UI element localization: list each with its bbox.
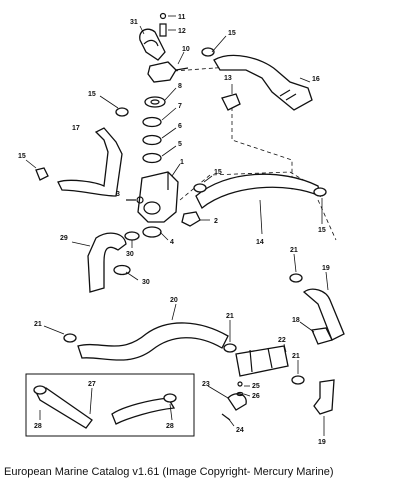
callout-4: 4 bbox=[170, 239, 174, 246]
screw-part-25 bbox=[237, 381, 243, 387]
callout-13: 13 bbox=[224, 75, 232, 82]
clamp-part-15-upper bbox=[115, 107, 129, 117]
callout-21-upper-right: 21 bbox=[290, 247, 298, 254]
hose-part-19-upper bbox=[302, 288, 345, 341]
bracket-part-23 bbox=[227, 393, 247, 411]
callout-25: 25 bbox=[252, 383, 260, 390]
clamp-part-28-left bbox=[33, 385, 47, 395]
leader-lines bbox=[25, 15, 329, 436]
callout-6: 6 bbox=[178, 123, 182, 130]
callout-11: 11 bbox=[178, 14, 186, 21]
clamp-part-21-mid bbox=[223, 343, 237, 353]
clamp-part-15-mid bbox=[193, 183, 207, 193]
callout-30-lower: 30 bbox=[142, 279, 150, 286]
callout-28-right: 28 bbox=[166, 423, 174, 430]
callout-15-mid: 15 bbox=[214, 169, 222, 176]
clamp-part-30-upper bbox=[124, 231, 140, 241]
callout-17: 17 bbox=[72, 125, 80, 132]
callout-30-upper: 30 bbox=[126, 251, 134, 258]
gasket-part-7 bbox=[142, 116, 162, 128]
callout-2: 2 bbox=[214, 218, 218, 225]
callout-7: 7 bbox=[178, 103, 182, 110]
screw-part-12 bbox=[159, 23, 167, 37]
callout-27: 27 bbox=[88, 381, 96, 388]
fitting-part-22 bbox=[235, 345, 289, 377]
clamp-part-21-upper-right bbox=[289, 273, 303, 283]
housing-part-1 bbox=[137, 171, 179, 223]
callout-20: 20 bbox=[170, 297, 178, 304]
callout-10: 10 bbox=[182, 46, 190, 53]
washer-part-26 bbox=[236, 391, 244, 397]
gasket-part-5 bbox=[142, 152, 162, 164]
gasket-part-8 bbox=[144, 96, 166, 108]
clamp-part-15-left bbox=[35, 167, 49, 181]
callout-labels: 11 12 31 10 15 16 13 8 15 7 6 17 5 15 1 … bbox=[18, 14, 330, 446]
hose-part-19-lower bbox=[313, 379, 335, 415]
callout-22: 22 bbox=[278, 337, 286, 344]
callout-8: 8 bbox=[178, 83, 182, 90]
callout-14: 14 bbox=[256, 239, 264, 246]
clamp-part-28-right bbox=[163, 393, 177, 403]
hose-part-27 bbox=[35, 387, 176, 429]
callout-15-upper-left: 15 bbox=[88, 91, 96, 98]
clamp-part-4 bbox=[142, 226, 162, 238]
callout-29: 29 bbox=[60, 235, 68, 242]
callout-16: 16 bbox=[312, 76, 320, 83]
fitting-part-13 bbox=[221, 93, 241, 111]
callout-18: 18 bbox=[292, 317, 300, 324]
clamp-part-21-lower-right bbox=[291, 375, 305, 385]
callout-15-top: 15 bbox=[228, 30, 236, 37]
clamp-part-15-right bbox=[313, 187, 327, 197]
callout-15-right: 15 bbox=[318, 227, 326, 234]
callout-5: 5 bbox=[178, 141, 182, 148]
elbow-part-31 bbox=[139, 28, 166, 61]
callout-28-left: 28 bbox=[34, 423, 42, 430]
fitting-part-18 bbox=[311, 327, 333, 345]
callout-24: 24 bbox=[236, 427, 244, 434]
inset-box bbox=[25, 373, 195, 437]
image-caption: European Marine Catalog v1.61 (Image Cop… bbox=[4, 466, 334, 478]
hose-part-16 bbox=[213, 54, 313, 111]
bolt-part-11 bbox=[159, 12, 167, 20]
exploded-parts-diagram: 11 12 31 10 15 16 13 8 15 7 6 17 5 15 1 … bbox=[18, 12, 345, 446]
callout-21-left: 21 bbox=[34, 321, 42, 328]
hose-part-17 bbox=[57, 127, 123, 197]
screw-part-3 bbox=[126, 196, 144, 204]
callout-19-lower: 19 bbox=[318, 439, 326, 446]
callout-3: 3 bbox=[116, 191, 120, 198]
callout-26: 26 bbox=[252, 393, 260, 400]
hose-part-29 bbox=[87, 232, 127, 293]
callout-12: 12 bbox=[178, 28, 186, 35]
callout-15-left: 15 bbox=[18, 153, 26, 160]
fitting-part-2 bbox=[181, 211, 201, 227]
callout-1: 1 bbox=[180, 159, 184, 166]
clamp-part-21-left bbox=[63, 333, 77, 343]
callout-21-mid: 21 bbox=[226, 313, 234, 320]
gasket-part-6 bbox=[142, 134, 162, 146]
clamp-part-15-top bbox=[201, 47, 215, 57]
hose-part-14 bbox=[195, 173, 321, 210]
callout-23: 23 bbox=[202, 381, 210, 388]
callout-19-upper: 19 bbox=[322, 265, 330, 272]
callout-21-lower-right: 21 bbox=[292, 353, 300, 360]
hose-part-20 bbox=[77, 322, 229, 361]
callout-31: 31 bbox=[130, 19, 138, 26]
fitting-part-10 bbox=[147, 61, 189, 83]
